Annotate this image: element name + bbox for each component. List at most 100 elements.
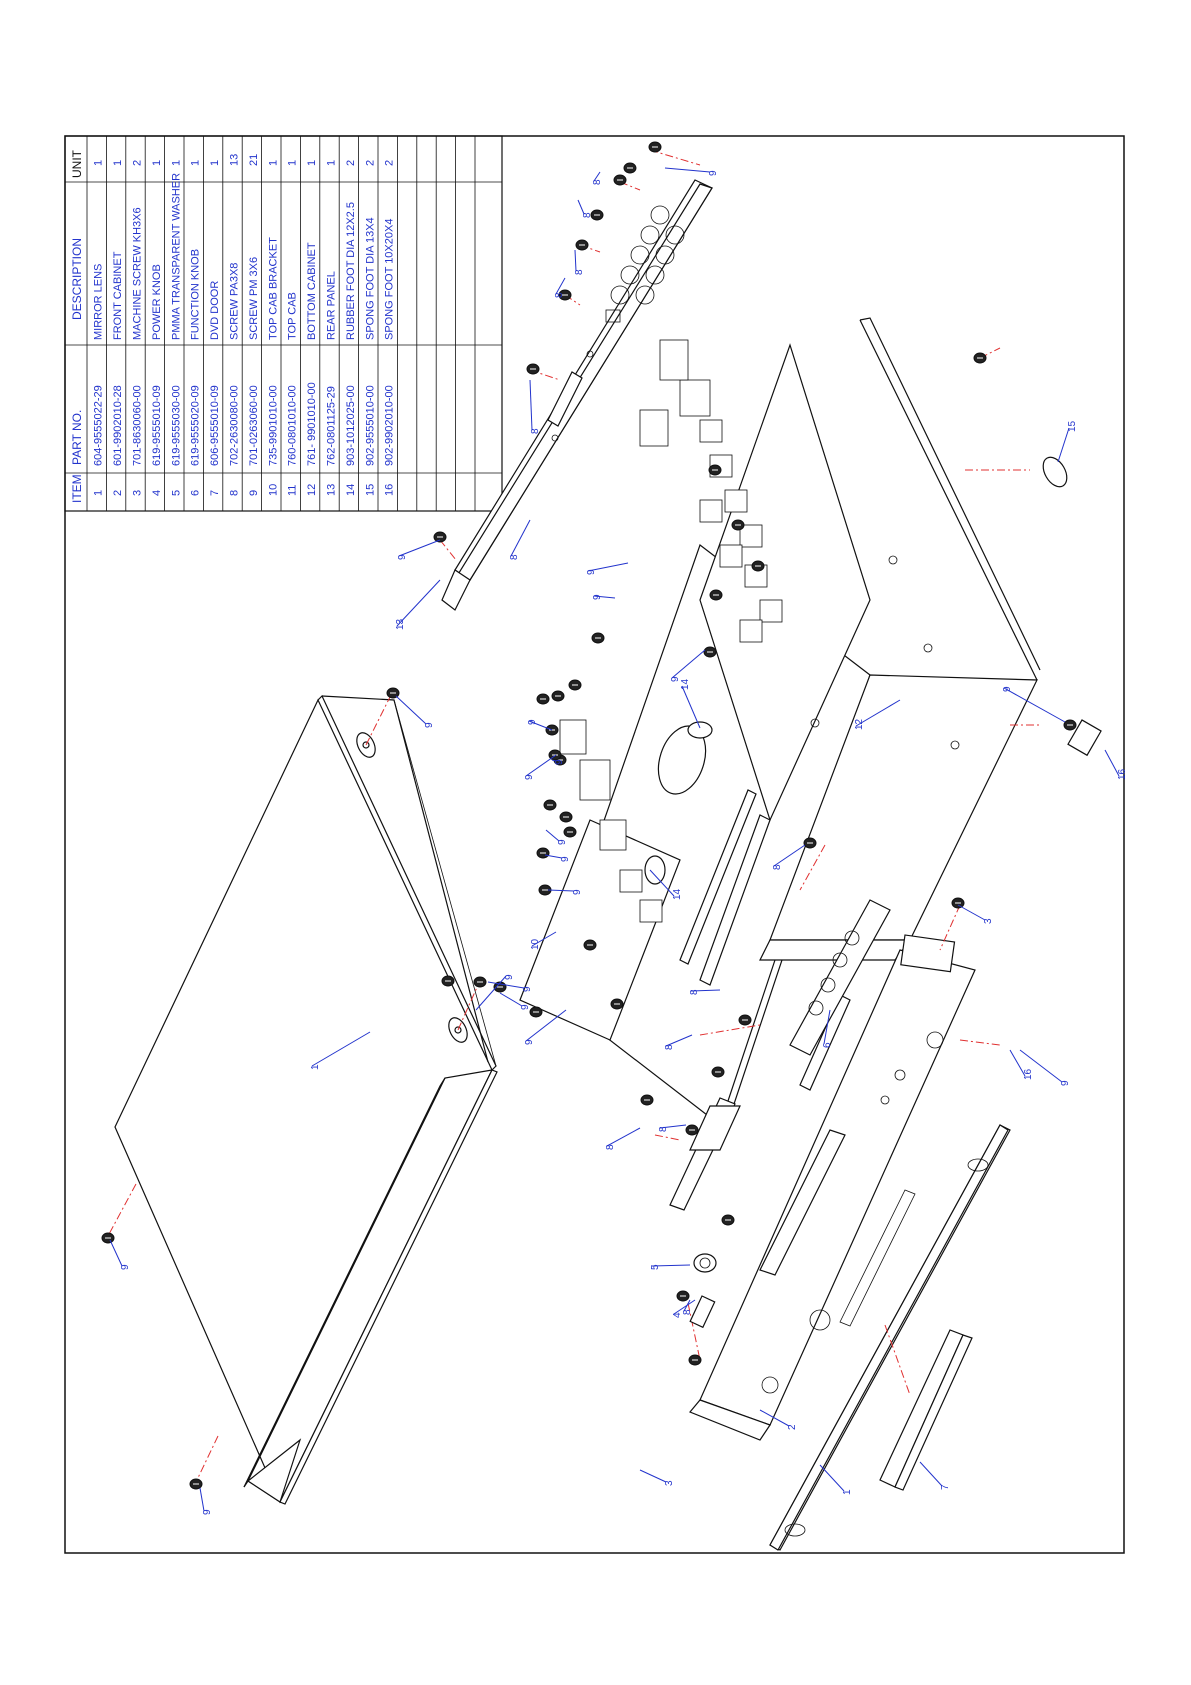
callout-number: 14 (680, 678, 691, 690)
row-part-no: 735-9901010-00 (267, 385, 279, 466)
callout-number: 6 (822, 1042, 833, 1048)
callout-number: 8 (772, 864, 783, 870)
callout-number: 9 (397, 554, 408, 560)
callout-leader (690, 989, 721, 992)
callout-leader (665, 1034, 693, 1047)
callout-leader (651, 1264, 691, 1267)
header-item: ITEM (70, 474, 84, 503)
callout-number: 9 (120, 1264, 131, 1270)
row-part-no: 702-2630080-00 (229, 385, 241, 466)
screw-icon (648, 141, 662, 153)
screw-icon (973, 352, 987, 364)
row-unit: 2 (384, 160, 396, 166)
row-unit: 1 (306, 160, 318, 166)
screw-icon (568, 679, 582, 691)
row-description: FUNCTION KNOB (190, 249, 202, 340)
callout-leader (531, 931, 557, 947)
callout-leader (199, 1487, 205, 1512)
row-part-no: 903-1012025-00 (345, 385, 357, 466)
row-part-no: 701-8630060-00 (132, 385, 144, 466)
header-description: DESCRIPTION (70, 238, 84, 320)
screw-icon (738, 1014, 752, 1026)
callout-number: 9 (586, 569, 597, 575)
screw-icon (575, 239, 589, 251)
callout-number: 4 (672, 1312, 683, 1318)
row-description: REAR PANEL (326, 271, 338, 340)
row-unit: 2 (132, 160, 144, 166)
screw-icon (590, 209, 604, 221)
row-item: 8 (229, 490, 241, 496)
callout-number: 12 (854, 718, 865, 730)
row-item: 2 (112, 490, 124, 496)
callout-number: 16 (1117, 768, 1128, 780)
screw-icon (473, 976, 487, 988)
row-item: 5 (170, 490, 182, 496)
row-description: MIRROR LENS (93, 264, 105, 340)
row-unit: 13 (229, 154, 241, 166)
callout-number: 8 (554, 292, 565, 298)
callout-number: 9 (522, 986, 533, 992)
row-item: 13 (326, 484, 338, 496)
screw-icon (526, 363, 540, 375)
callout-leader (1009, 1049, 1026, 1077)
callout-leader (528, 720, 553, 731)
screw-icon (536, 847, 550, 859)
callout-leader (487, 981, 525, 989)
callout-number: 9 (572, 889, 583, 895)
callout-leader (759, 1409, 790, 1427)
callout-number: 3 (983, 918, 994, 924)
screw-icon (101, 1232, 115, 1244)
callout-number: 9 (202, 1509, 213, 1515)
row-unit: 1 (209, 160, 221, 166)
row-item: 12 (306, 484, 318, 496)
callout-leader (919, 1461, 943, 1487)
row-item: 16 (384, 484, 396, 496)
chassis-assembly (519, 339, 873, 1141)
screw-icon (709, 589, 723, 601)
callout-leader (311, 1031, 371, 1067)
row-part-no: 619-9555020-09 (190, 385, 202, 466)
callout-number: 1 (310, 1064, 321, 1070)
row-part-no: 902-9555010-00 (364, 385, 376, 466)
screw-icon (676, 1290, 690, 1302)
callout-leader (1104, 749, 1120, 777)
row-part-no: 619-9555030-00 (170, 385, 182, 466)
callout-number: 8 (689, 989, 700, 995)
callout-leader (544, 854, 563, 859)
callout-number: 8 (530, 428, 541, 434)
callout-number: 8 (582, 212, 593, 218)
row-description: SCREW PA3X8 (229, 263, 241, 340)
screw-icon (688, 1354, 702, 1366)
callout-number: 9 (554, 759, 565, 765)
row-part-no: 701-0263060-00 (248, 385, 260, 466)
callout-number: 8 (574, 269, 585, 275)
screw-icon (551, 690, 565, 702)
top-cover (107, 692, 498, 1505)
row-part-no: 601-9902010-28 (112, 385, 124, 466)
row-description: TOP CAB (287, 292, 299, 340)
callout-number: 9 (708, 170, 719, 176)
callout-number: 9 (670, 676, 681, 682)
mirror-lens (769, 1124, 1011, 1551)
dvd-door (879, 1329, 973, 1491)
row-unit: 1 (287, 160, 299, 166)
front-cabinet (654, 844, 1001, 1441)
callout-leader (855, 699, 901, 727)
callout-leader (551, 759, 557, 762)
callout-number: 9 (524, 1039, 535, 1045)
callout-number: 9 (1060, 1080, 1071, 1086)
row-unit: 1 (190, 160, 202, 166)
callout-leader (577, 199, 585, 215)
screw-icon (591, 632, 605, 644)
row-part-no: 604-9555022-29 (93, 385, 105, 466)
row-unit: 21 (248, 154, 260, 166)
callout-number: 2 (787, 1424, 798, 1430)
callout-leader (510, 519, 531, 557)
callout-number: 3 (664, 1480, 675, 1486)
screw-icon (189, 1478, 203, 1490)
callout-leader (773, 844, 806, 867)
callout-leader (957, 904, 986, 921)
callout-number: 13 (395, 618, 406, 630)
row-part-no: 902-9902010-00 (384, 385, 396, 466)
